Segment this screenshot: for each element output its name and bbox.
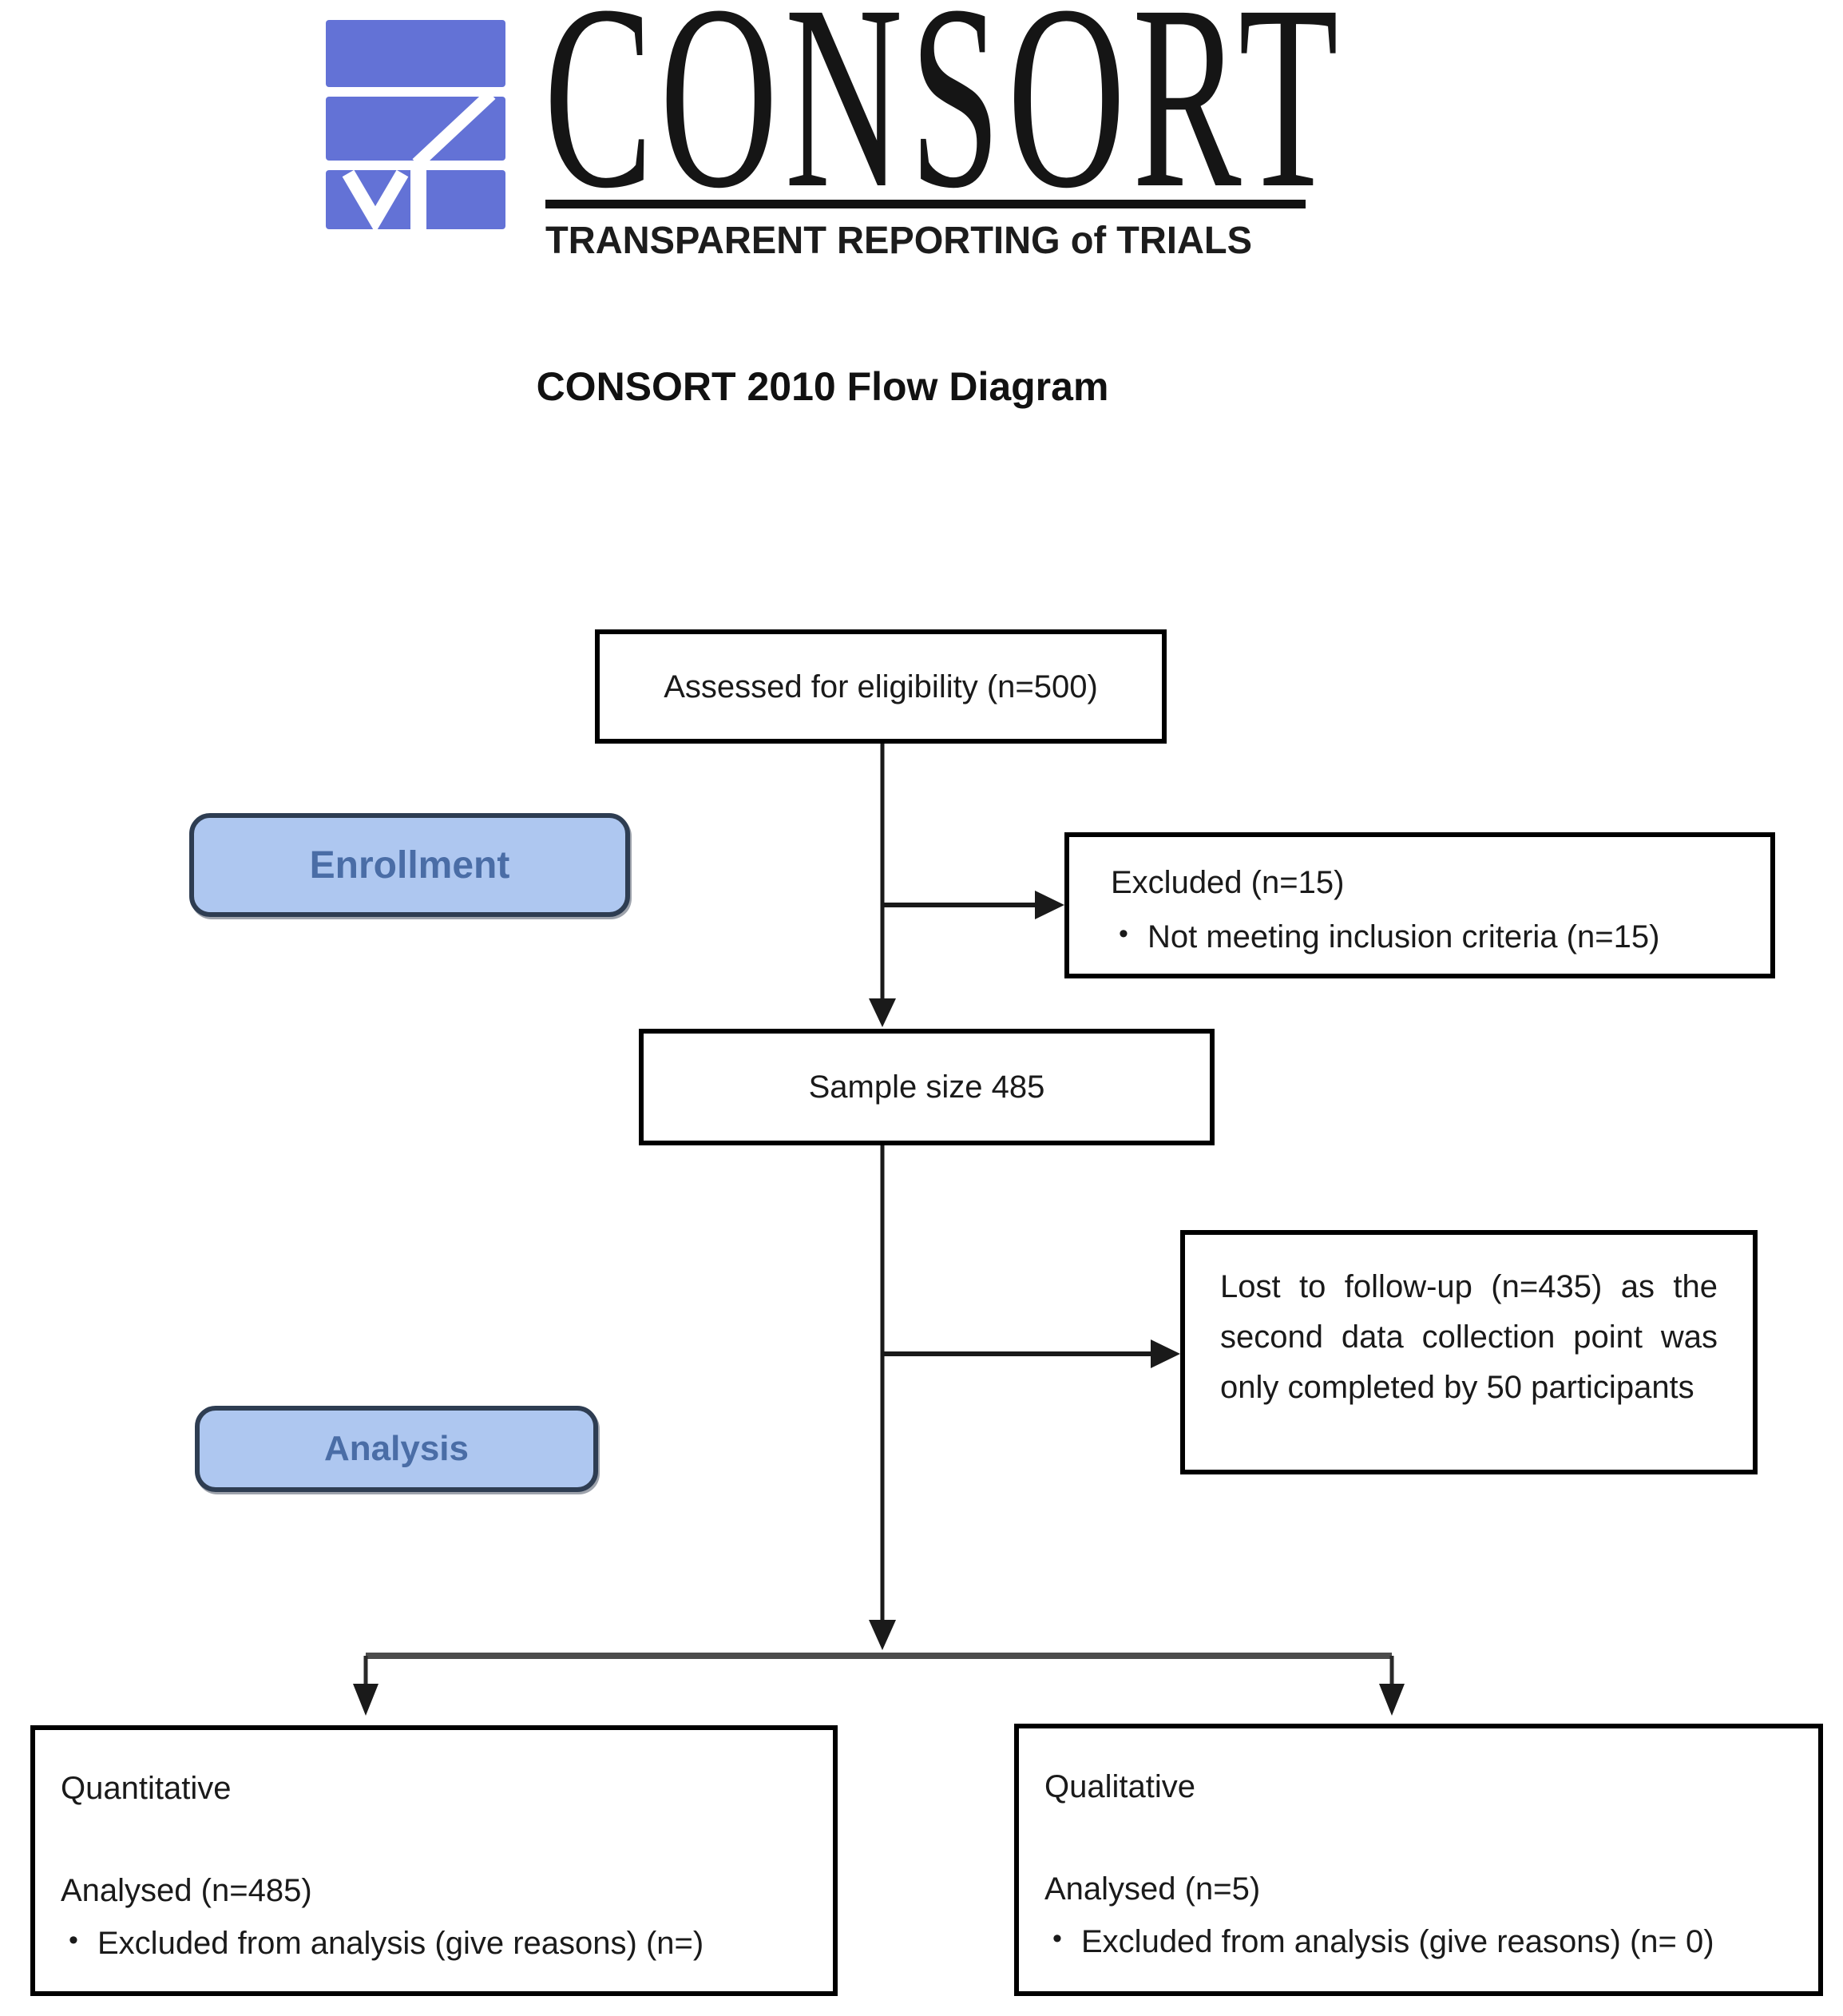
box-excluded: Excluded (n=15) Not meeting inclusion cr… bbox=[1064, 832, 1775, 978]
consort-logo-icon bbox=[326, 20, 505, 229]
quantitative-bullet: Excluded from analysis (give reasons) (n… bbox=[61, 1923, 815, 1963]
logo-tagline: TRANSPARENT REPORTING of TRIALS bbox=[545, 220, 1253, 262]
box-assessed-for-eligibility: Assessed for eligibility (n=500) bbox=[595, 629, 1167, 744]
box-qualitative: Qualitative Analysed (n=5) Excluded from… bbox=[1014, 1724, 1823, 1996]
quantitative-title: Quantitative bbox=[61, 1771, 232, 1806]
sample-size-text: Sample size 485 bbox=[808, 1070, 1045, 1105]
excluded-bullet: Not meeting inclusion criteria (n=15) bbox=[1111, 917, 1756, 957]
stage-analysis-text: Analysis bbox=[324, 1429, 469, 1468]
assessed-text: Assessed for eligibility (n=500) bbox=[664, 669, 1098, 704]
stage-label-enrollment: Enrollment bbox=[189, 813, 630, 917]
consort-wordmark: CONSORT bbox=[544, 8, 1345, 208]
lost-to-follow-up-text: Lost to follow-up (n=435) as the second … bbox=[1220, 1269, 1718, 1406]
excluded-title: Excluded (n=15) bbox=[1111, 865, 1345, 900]
logo-underline bbox=[545, 200, 1306, 208]
qualitative-analysed: Analysed (n=5) bbox=[1044, 1871, 1261, 1907]
qualitative-title: Qualitative bbox=[1044, 1769, 1195, 1804]
box-sample-size: Sample size 485 bbox=[639, 1029, 1215, 1145]
qualitative-bullet: Excluded from analysis (give reasons) (n… bbox=[1044, 1922, 1801, 1962]
box-lost-to-follow-up: Lost to follow-up (n=435) as the second … bbox=[1180, 1230, 1758, 1474]
consort-wordmark-text: CONSORT bbox=[544, 8, 1345, 208]
quantitative-analysed: Analysed (n=485) bbox=[61, 1873, 312, 1908]
box-quantitative: Quantitative Analysed (n=485) Excluded f… bbox=[30, 1725, 838, 1996]
stage-enrollment-text: Enrollment bbox=[309, 843, 510, 887]
diagram-title: CONSORT 2010 Flow Diagram bbox=[536, 364, 1109, 409]
stage-label-analysis: Analysis bbox=[195, 1406, 598, 1492]
